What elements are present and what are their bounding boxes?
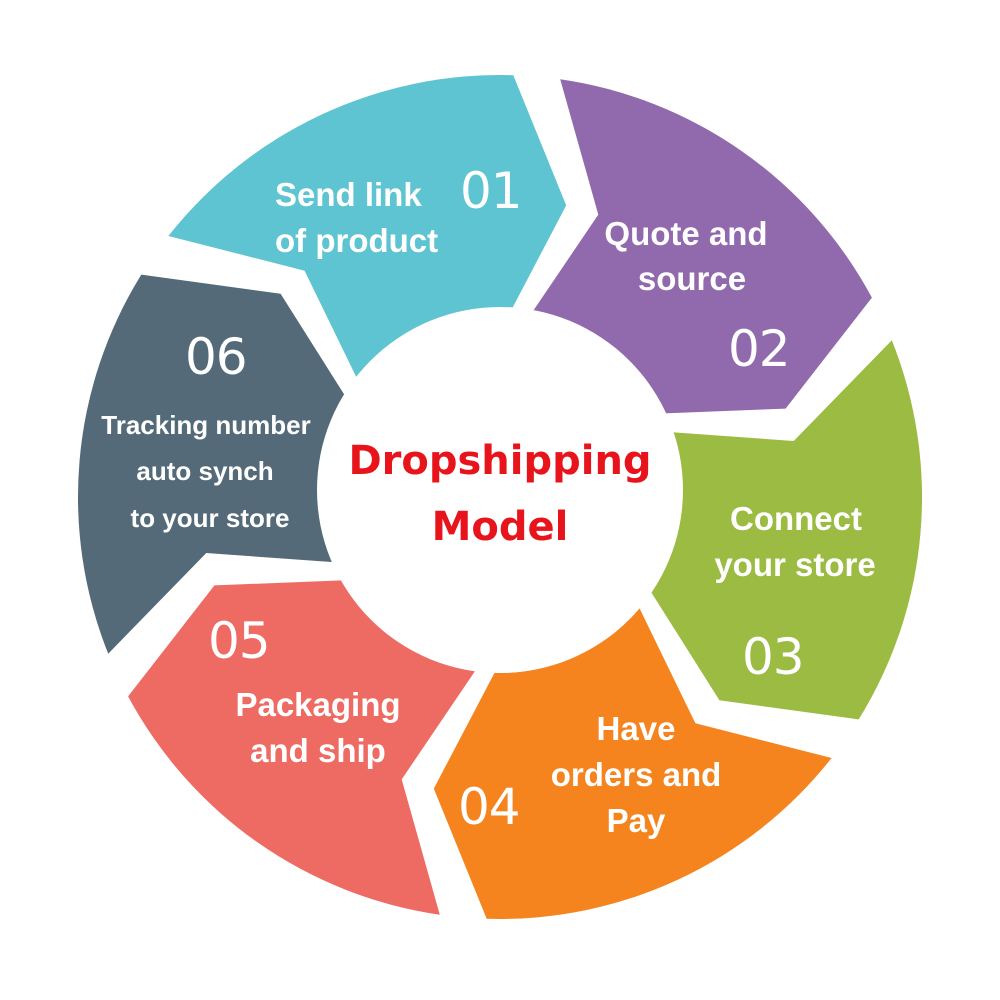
step-01-segment bbox=[168, 74, 567, 389]
step-04: Have orders and Pay 04 bbox=[458, 710, 721, 839]
step-05-number: 05 bbox=[208, 612, 270, 670]
step-04-label-line-2: orders and bbox=[551, 756, 722, 793]
step-01-number: 01 bbox=[460, 162, 522, 220]
step-04-label-line-1: Have bbox=[597, 710, 676, 747]
step-01: 01 Send link of product bbox=[275, 162, 523, 259]
step-05: 05 Packaging and ship bbox=[208, 612, 401, 769]
step-06-number: 06 bbox=[185, 328, 247, 386]
step-03: Connect your store 03 bbox=[714, 500, 875, 686]
step-05-segment bbox=[128, 580, 475, 915]
step-01-label-line-2: of product bbox=[275, 222, 438, 259]
step-05-label-line-1: Packaging bbox=[235, 686, 400, 723]
step-03-segment bbox=[649, 340, 923, 720]
step-06: 06 Tracking number auto synch to your st… bbox=[101, 328, 311, 533]
step-02-label-line-2: source bbox=[638, 260, 746, 297]
step-06-label-line-2: auto synch bbox=[136, 456, 273, 486]
step-03-label-line-1: Connect bbox=[730, 500, 862, 537]
step-06-segment bbox=[77, 274, 351, 654]
step-04-number: 04 bbox=[458, 778, 520, 836]
cycle-segments bbox=[77, 74, 923, 920]
title-line-2: Model bbox=[432, 504, 569, 550]
step-04-segment bbox=[433, 605, 832, 920]
step-03-number: 03 bbox=[742, 628, 804, 686]
step-02-number: 02 bbox=[728, 320, 790, 378]
step-04-label-line-3: Pay bbox=[607, 802, 666, 839]
center-title: Dropshipping Model bbox=[348, 438, 651, 550]
center-circle bbox=[317, 307, 683, 673]
step-06-label-line-3: to your store bbox=[131, 503, 290, 533]
step-02-label-line-1: Quote and bbox=[604, 215, 767, 252]
title-line-1: Dropshipping bbox=[348, 438, 651, 484]
step-01-label-line-1: Send link bbox=[275, 176, 422, 213]
step-05-label-line-2: and ship bbox=[250, 732, 386, 769]
step-06-label-line-1: Tracking number bbox=[101, 410, 311, 440]
step-02-segment bbox=[525, 79, 872, 414]
step-03-label-line-2: your store bbox=[714, 546, 875, 583]
step-02: Quote and source 02 bbox=[604, 215, 790, 378]
